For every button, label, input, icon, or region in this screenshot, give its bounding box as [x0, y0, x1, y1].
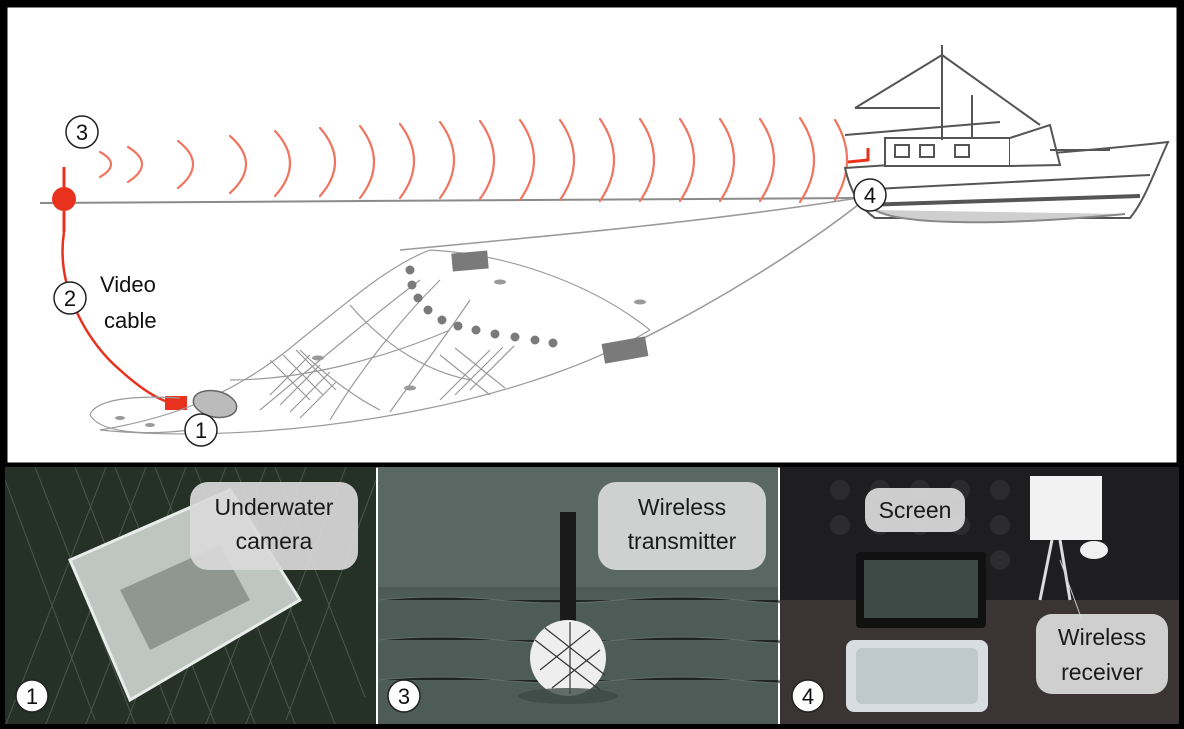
camera-lens-symbol	[192, 389, 238, 419]
screen-photo-label: Screen	[879, 497, 952, 523]
svg-text:3: 3	[76, 120, 88, 145]
net-floats	[405, 265, 558, 348]
camera-housing-symbol	[165, 396, 187, 410]
marker-receiver: 4	[853, 178, 887, 212]
photo-underwater-camera: Underwater camera 1	[4, 466, 377, 725]
svg-text:4: 4	[864, 183, 876, 208]
schematic-frame	[2, 2, 1182, 468]
receiver-photo-label-line1: Wireless	[1058, 624, 1146, 650]
fish-icons	[115, 279, 646, 427]
photo-wireless-receiver: Screen Wireless receiver 4	[780, 467, 1179, 724]
svg-text:2: 2	[64, 286, 76, 311]
video-cable	[61, 231, 173, 405]
radio-waves	[98, 116, 849, 204]
cable-label-line1: Video	[100, 272, 156, 297]
camera-photo-label-line2: camera	[236, 528, 313, 554]
transmitter-photo-label-line1: Wireless	[638, 494, 726, 520]
receiver-antenna-symbol	[847, 148, 870, 164]
receiver-photo-marker: 4	[802, 684, 814, 709]
water-surface-line	[39, 197, 861, 204]
camera-photo-label-line1: Underwater	[215, 494, 334, 520]
photo-wireless-transmitter: Wireless transmitter 3	[377, 467, 784, 724]
svg-text:1: 1	[195, 418, 207, 443]
marker-transmitter: 3	[65, 115, 99, 149]
tow-lines	[399, 197, 859, 341]
transmitter-photo-marker: 3	[398, 684, 410, 709]
camera-photo-marker: 1	[26, 684, 38, 709]
trawl-door-upper	[451, 250, 489, 272]
transmitter-photo-label-line2: transmitter	[628, 528, 737, 554]
cable-label-line2: cable	[104, 308, 157, 333]
schematic-panel: 3 2 1 4 Video cable	[2, 2, 1182, 468]
marker-camera: 1	[184, 413, 218, 447]
receiver-photo-label-line2: receiver	[1061, 659, 1143, 685]
trawl-door-lower	[601, 336, 649, 364]
buoy-symbol	[52, 167, 76, 232]
marker-cable: 2	[53, 281, 87, 315]
